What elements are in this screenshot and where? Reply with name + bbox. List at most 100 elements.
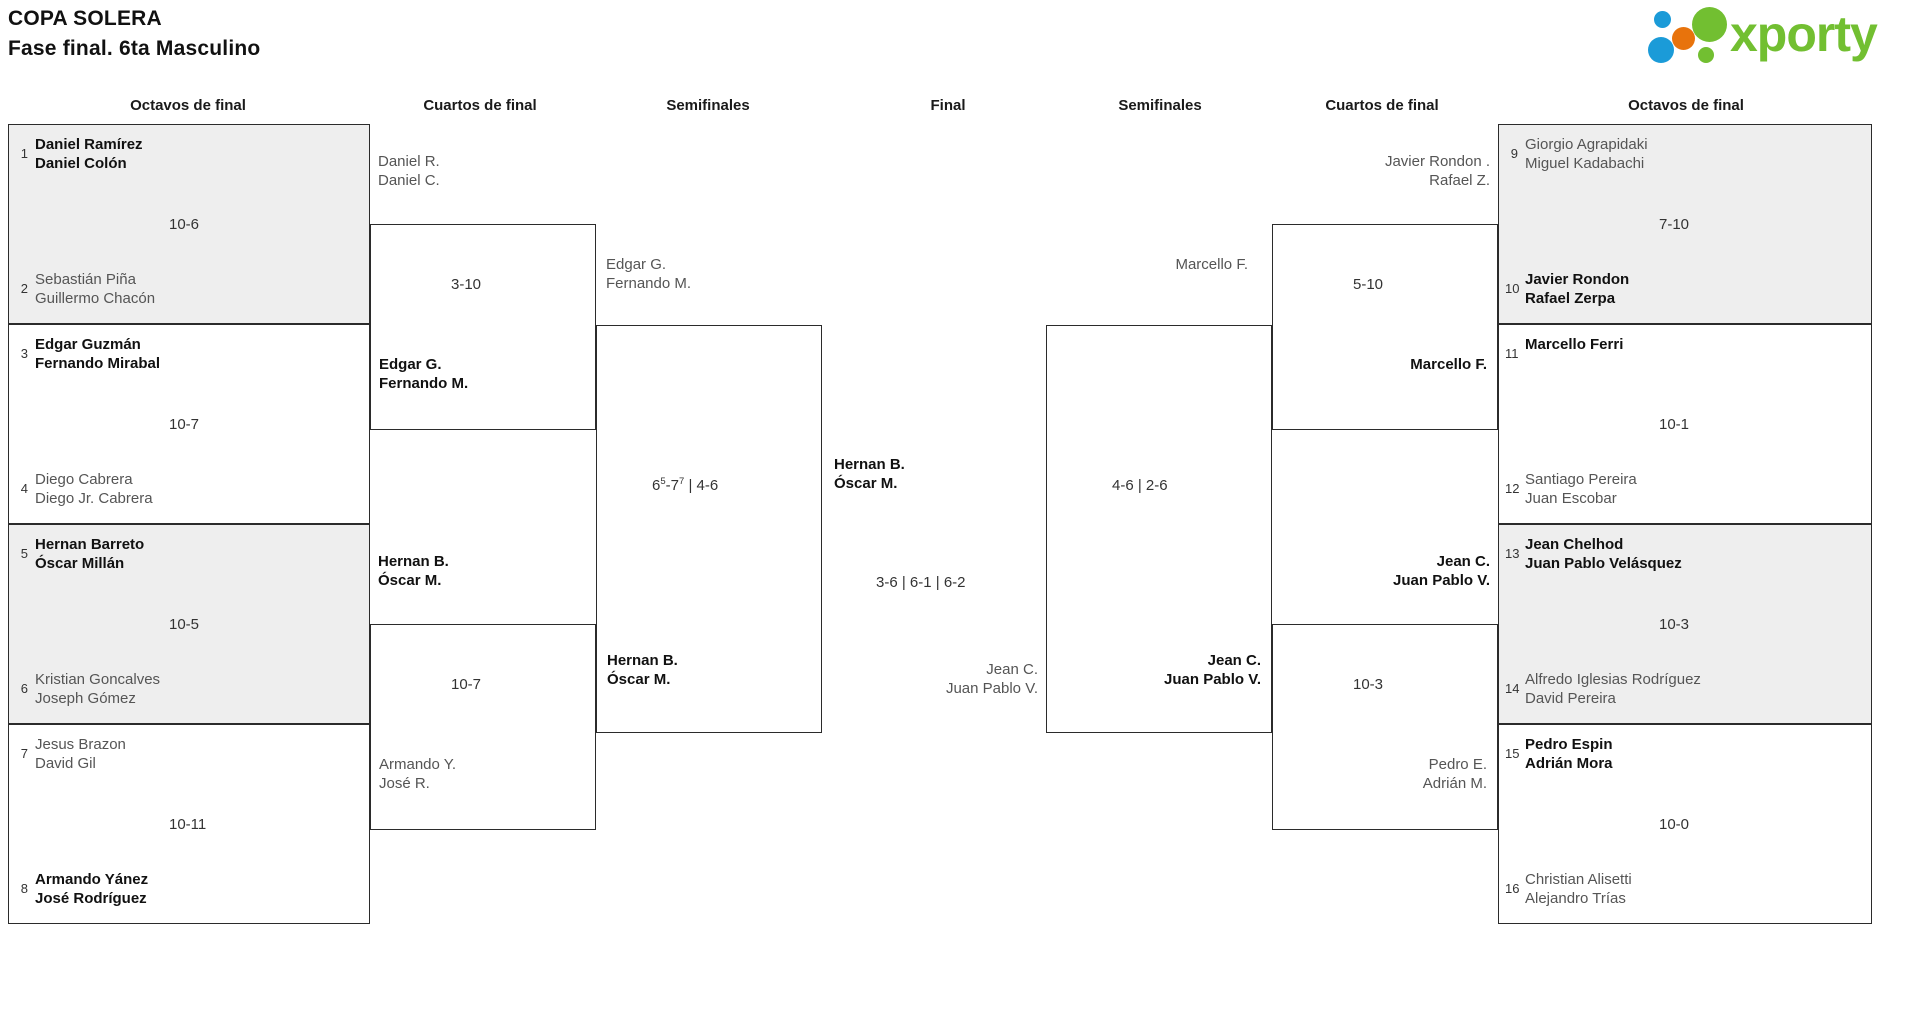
match-score: 10-6 <box>169 216 200 233</box>
player-name-2: Joseph Gómez <box>35 690 136 707</box>
tournament-title: COPA SOLERA <box>8 7 162 30</box>
match-box-left-sf[interactable]: 65-77 | 4-6 Hernan B. Óscar M. <box>596 325 822 733</box>
player-name-2: Óscar Millán <box>35 555 125 572</box>
qf-right-1-top-names: Javier Rondon . Rafael Z. <box>1260 152 1490 190</box>
player-slot-seed-15: 15 Pedro Espin Adrián Mora <box>1505 735 1613 773</box>
player-name-1: Armando Y. <box>379 756 456 773</box>
match-score: 10-3 <box>1353 676 1384 693</box>
match-box-right-sf[interactable]: 4-6 | 2-6 Jean C. Juan Pablo V. <box>1046 325 1272 733</box>
match-box-right-r16-2[interactable]: 11 Marcello Ferri 10-1 12 Santiago Perei… <box>1498 324 1872 524</box>
match-box-left-qf-1[interactable]: 3-10 Edgar G. Fernando M. <box>370 224 596 430</box>
player-slot-seed-6: 6 Kristian Goncalves Joseph Gómez <box>15 670 160 708</box>
player-name-2: Fernando Mirabal <box>35 355 161 372</box>
match-score: 10-7 <box>451 676 482 693</box>
player-names: Santiago Pereira Juan Escobar <box>1525 470 1637 508</box>
match-box-left-qf-2[interactable]: 10-7 Armando Y. José R. <box>370 624 596 830</box>
score-set2: | 4-6 <box>684 477 719 494</box>
player-name-1: Edgar Guzmán <box>35 336 141 353</box>
player-name-1: Daniel R. <box>378 153 440 170</box>
qf-right-1-bottom-names: Marcello F. <box>1273 355 1487 374</box>
player-name-2: David Pereira <box>1525 690 1616 707</box>
player-name-1: Jean C. <box>986 661 1038 678</box>
logo-dot-blue-large-icon <box>1648 37 1674 63</box>
seed-number: 11 <box>1505 346 1519 361</box>
player-slot-seed-14: 14 Alfredo Iglesias Rodríguez David Pere… <box>1505 670 1701 708</box>
player-name-1: Marcello F. <box>1410 356 1487 373</box>
sf-right-bottom-names: Jean C. Juan Pablo V. <box>1047 651 1261 689</box>
player-name-2: Óscar M. <box>378 572 442 589</box>
player-name-2: Diego Jr. Cabrera <box>35 490 153 507</box>
match-score: 5-10 <box>1353 276 1384 293</box>
player-name-1: Edgar G. <box>606 256 667 273</box>
player-name-2: Daniel C. <box>378 172 440 189</box>
phase-subtitle: Fase final. 6ta Masculino <box>8 37 261 60</box>
player-name-1: Jean Chelhod <box>1525 536 1624 553</box>
player-name-1: Jean C. <box>1207 652 1261 669</box>
seed-number: 14 <box>1505 681 1520 696</box>
seed-number: 9 <box>1510 146 1518 161</box>
logo-dot-orange-icon <box>1672 27 1695 50</box>
player-name-1: Kristian Goncalves <box>35 671 161 688</box>
match-box-right-r16-4[interactable]: 15 Pedro Espin Adrián Mora 10-0 16 Chris… <box>1498 724 1872 924</box>
seed-number: 15 <box>1505 746 1520 761</box>
player-name-2: Óscar M. <box>834 475 898 492</box>
player-name-2: José R. <box>379 775 430 792</box>
player-name-2: Óscar M. <box>607 671 671 688</box>
player-name-2: Miguel Kadabachi <box>1525 155 1645 172</box>
final-score: 3-6 | 6-1 | 6-2 <box>876 574 966 591</box>
match-box-left-r16-1[interactable]: 1 Daniel Ramírez Daniel Colón 10-6 2 Seb… <box>8 124 370 324</box>
player-slot-seed-13: 13 Jean Chelhod Juan Pablo Velásquez <box>1505 535 1682 573</box>
match-box-right-qf-2[interactable]: 10-3 Pedro E. Adrián M. <box>1272 624 1498 830</box>
score-set1-games: 6 <box>652 477 661 494</box>
player-names: Daniel Ramírez Daniel Colón <box>35 135 143 173</box>
player-name-2: Adrián M. <box>1422 775 1487 792</box>
match-box-left-r16-4[interactable]: 7 Jesus Brazon David Gil 10-11 8 Armando… <box>8 724 370 924</box>
match-box-right-qf-1[interactable]: 5-10 Marcello F. <box>1272 224 1498 430</box>
qf-right-2-top-names: Jean C. Juan Pablo V. <box>1260 552 1490 590</box>
player-name-1: Giorgio Agrapidaki <box>1525 136 1648 153</box>
player-names: Jean Chelhod Juan Pablo Velásquez <box>1525 535 1682 573</box>
player-name-2: José Rodríguez <box>35 890 147 907</box>
score-set1-tiebreak: 5 <box>660 476 666 487</box>
player-names: Armando Yánez José Rodríguez <box>35 870 148 908</box>
round-header-left-qf: Cuartos de final <box>423 97 537 114</box>
qf-left-1-top-names: Daniel R. Daniel C. <box>378 152 440 190</box>
player-names: Javier Rondon Rafael Zerpa <box>1525 270 1629 308</box>
player-name-2: Juan Pablo V. <box>1393 572 1490 589</box>
player-name-2: Juan Pablo Velásquez <box>1525 555 1682 572</box>
logo-dot-green-small-icon <box>1698 47 1714 63</box>
player-names: Alfredo Iglesias Rodríguez David Pereira <box>1525 670 1701 708</box>
logo-dot-green-large-icon <box>1692 7 1727 42</box>
match-box-right-r16-1[interactable]: 9 Giorgio Agrapidaki Miguel Kadabachi 7-… <box>1498 124 1872 324</box>
seed-number: 8 <box>20 881 28 896</box>
player-name-1: Javier Rondon . <box>1384 153 1490 170</box>
player-names: Sebastián Piña Guillermo Chacón <box>35 270 155 308</box>
match-score: 10-0 <box>1659 816 1690 833</box>
seed-number: 13 <box>1505 546 1520 561</box>
match-box-right-r16-3[interactable]: 13 Jean Chelhod Juan Pablo Velásquez 10-… <box>1498 524 1872 724</box>
player-names: Hernan Barreto Óscar Millán <box>35 535 144 573</box>
player-slot-seed-5: 5 Hernan Barreto Óscar Millán <box>15 535 144 573</box>
sf-right-top-names: Marcello F. <box>1038 255 1248 274</box>
player-name-1: Diego Cabrera <box>35 471 133 488</box>
match-box-left-r16-2[interactable]: 3 Edgar Guzmán Fernando Mirabal 10-7 4 D… <box>8 324 370 524</box>
player-slot-seed-10: 10 Javier Rondon Rafael Zerpa <box>1505 270 1629 308</box>
player-slot-seed-12: 12 Santiago Pereira Juan Escobar <box>1505 470 1637 508</box>
seed-number: 6 <box>20 681 28 696</box>
match-score: 3-10 <box>451 276 482 293</box>
logo-wordmark: xporty <box>1730 6 1878 62</box>
score-set1-opponent-tiebreak: 7 <box>678 476 685 487</box>
match-box-left-r16-3[interactable]: 5 Hernan Barreto Óscar Millán 10-5 6 Kri… <box>8 524 370 724</box>
round-header-right-r16: Octavos de final <box>1628 97 1744 114</box>
player-name-2: Juan Escobar <box>1525 490 1617 507</box>
player-names: Christian Alisetti Alejandro Trías <box>1525 870 1632 908</box>
player-name-1: Armando Yánez <box>35 871 149 888</box>
player-names: Pedro Espin Adrián Mora <box>1525 735 1613 773</box>
seed-number: 3 <box>20 346 28 361</box>
player-slot-seed-8: 8 Armando Yánez José Rodríguez <box>15 870 148 908</box>
player-name-1: Pedro E. <box>1428 756 1487 773</box>
match-score: 7-10 <box>1659 216 1690 233</box>
player-slot-seed-11: 11 Marcello Ferri <box>1505 335 1623 362</box>
seed-number: 16 <box>1505 881 1520 896</box>
seed-number: 7 <box>20 746 28 761</box>
